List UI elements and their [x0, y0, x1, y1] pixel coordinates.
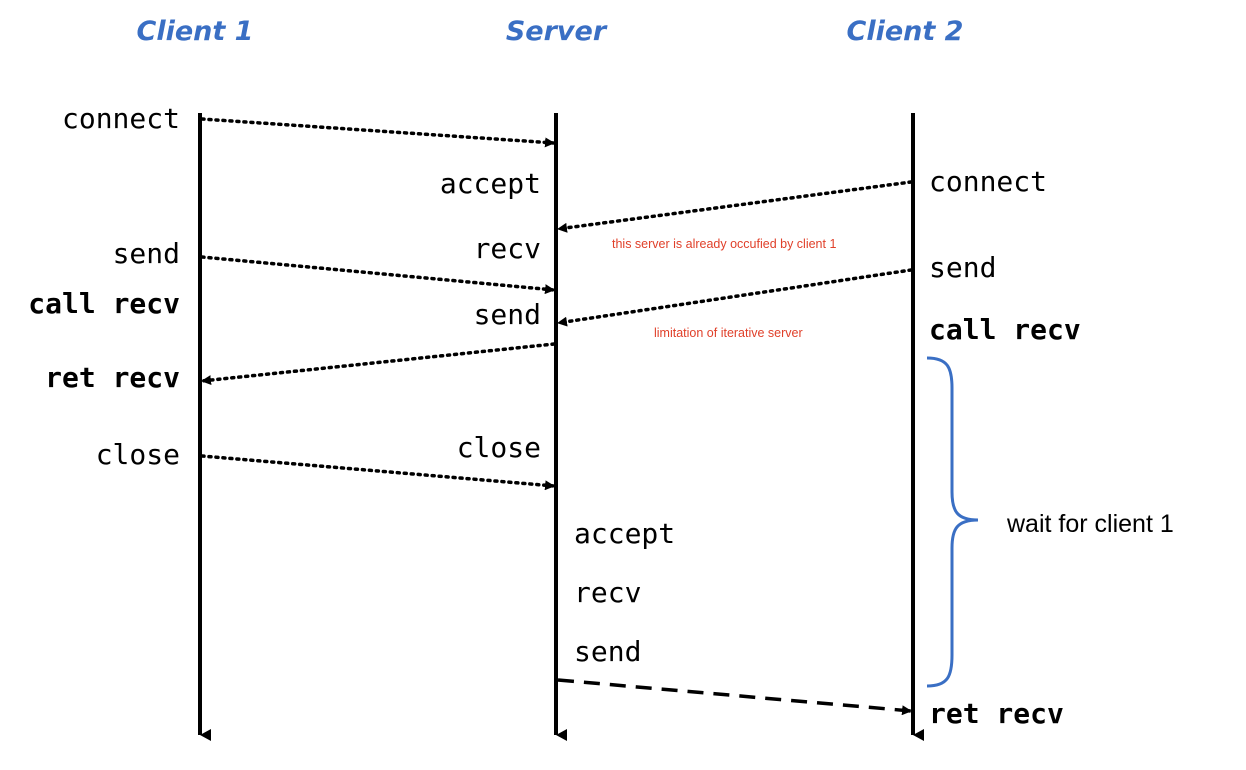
client1-call-recv-label: call recv [28, 287, 180, 320]
server-accept2-label: accept [574, 517, 675, 550]
server-send-label: send [474, 298, 541, 331]
arrow-server-send-to-c2 [557, 678, 912, 716]
client2-ret-recv-label: ret recv [929, 697, 1064, 730]
server-recv2-label: recv [574, 576, 641, 609]
client1-connect-label: connect [62, 102, 180, 135]
note-iterative-limitation: limitation of iterative server [654, 326, 803, 340]
client2-send-label: send [929, 251, 996, 284]
server-recv-label: recv [474, 232, 541, 265]
client2-connect-label: connect [929, 165, 1047, 198]
client1-send-label: send [113, 237, 180, 270]
server-close-label: close [457, 431, 541, 464]
note-server-occupied: this server is already occufied by clien… [612, 237, 836, 251]
arrow-c2-connect-to-server [556, 180, 913, 233]
lane-title-client1: Client 1 [137, 16, 254, 47]
server-send2-label: send [574, 635, 641, 668]
arrow-server-send-to-c1 [200, 342, 556, 386]
client1-close-label: close [96, 438, 180, 471]
server-accept-label: accept [440, 167, 541, 200]
arrow-c1-close-to-server [200, 454, 556, 491]
arrow-c1-connect-to-server [200, 117, 556, 148]
lane-title-client2: Client 2 [847, 16, 964, 47]
arrow-c2-send-to-server [556, 268, 913, 327]
wait-brace [926, 356, 979, 688]
arrow-c1-send-to-server [200, 255, 556, 295]
lane-title-server: Server [506, 16, 608, 47]
client2-call-recv-label: call recv [929, 313, 1081, 346]
wait-brace-label: wait for client 1 [1006, 510, 1174, 538]
client1-ret-recv-label: ret recv [45, 361, 180, 394]
